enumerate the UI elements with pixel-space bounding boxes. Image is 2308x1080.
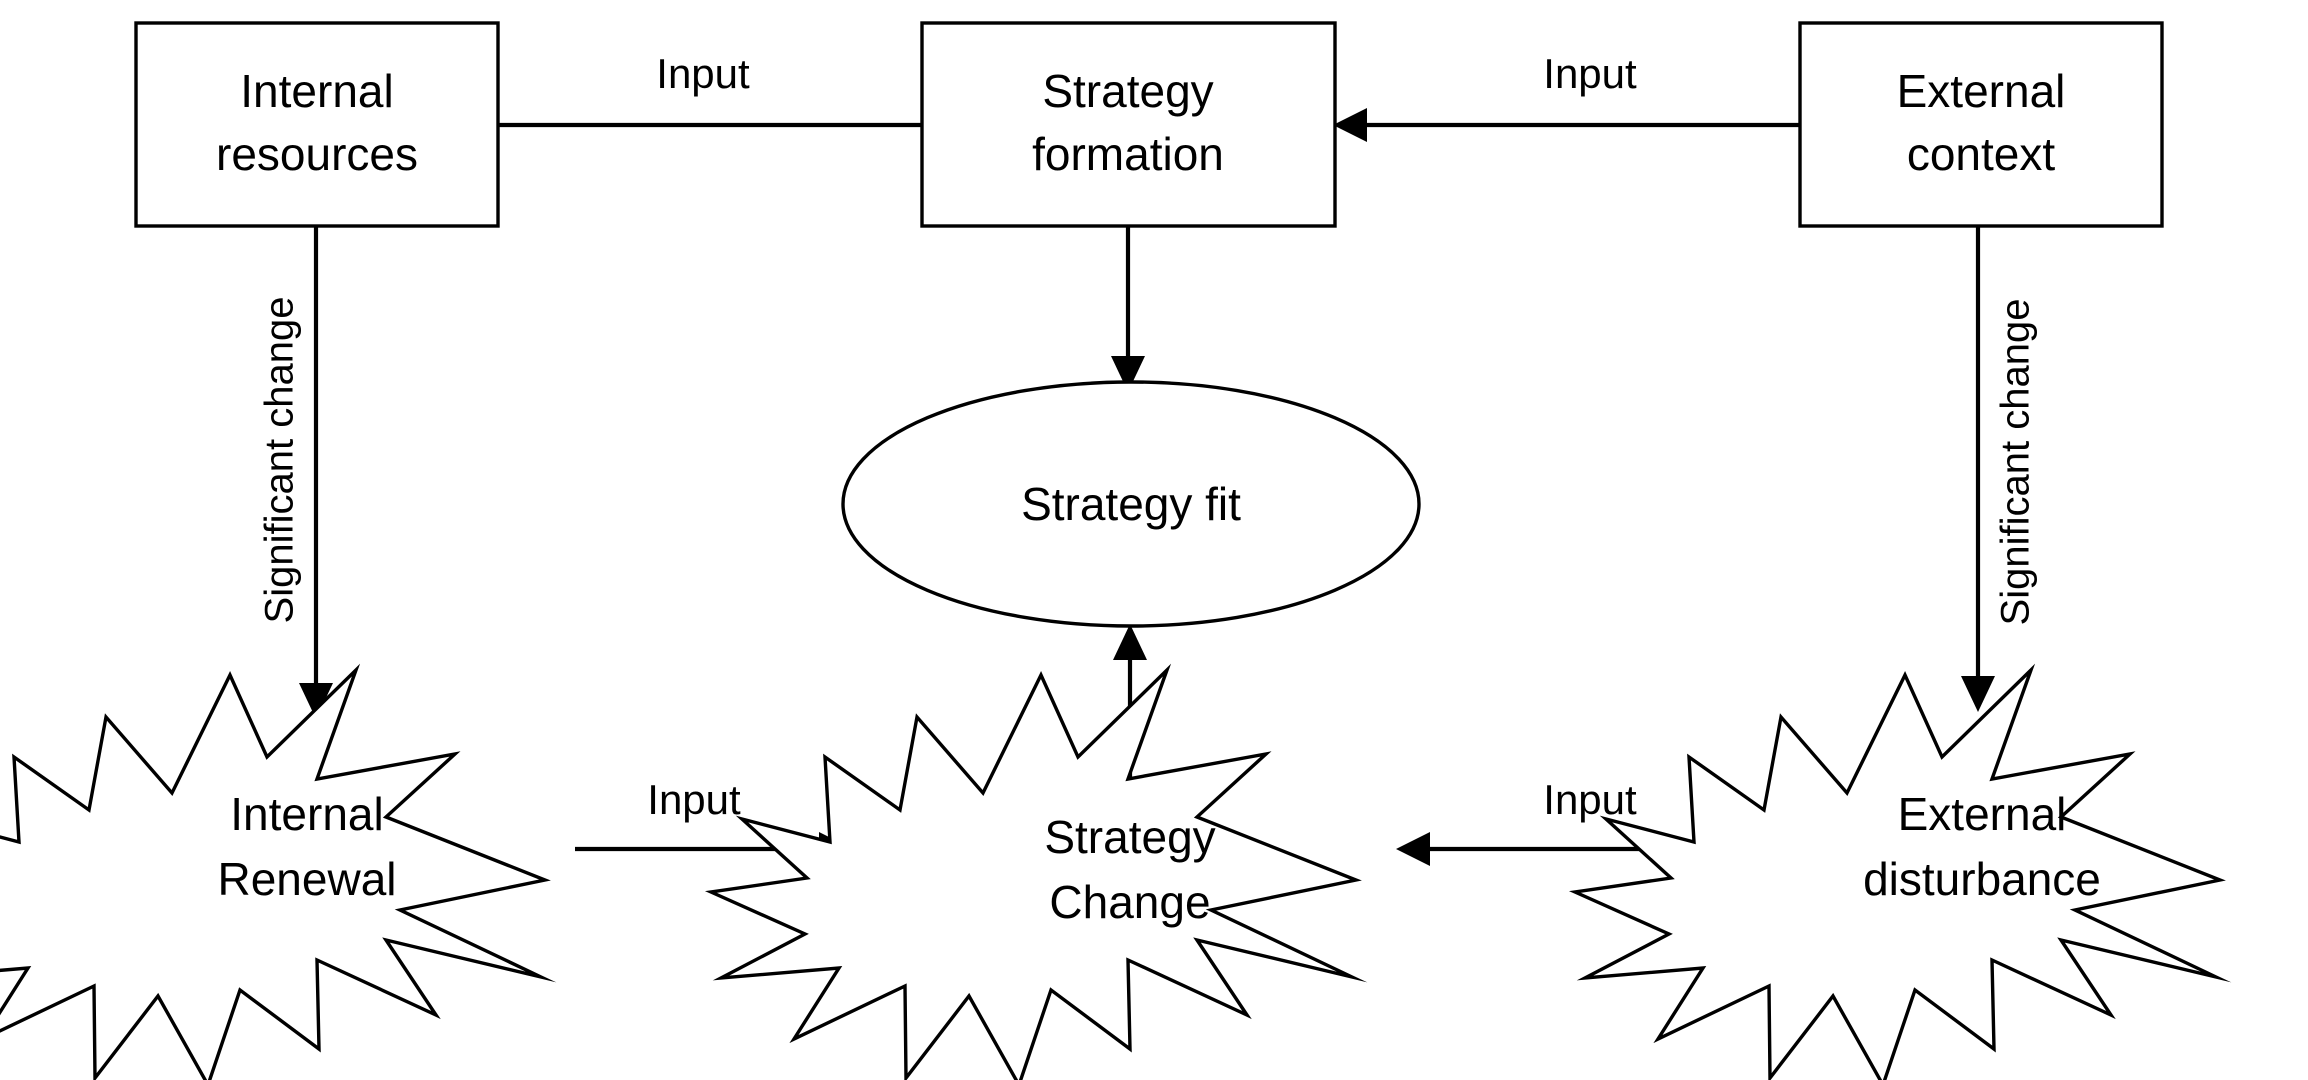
- node-shape-rectangle: [1798, 21, 2164, 228]
- edge-label-input-top-left: Input: [656, 50, 750, 97]
- node-internal-renewal[interactable]: Internal Renewal: [0, 663, 557, 1080]
- node-label-line1: External: [1898, 788, 2067, 840]
- arrowhead-left: [1333, 108, 1367, 142]
- node-external-context[interactable]: External context: [1798, 21, 2164, 228]
- arrowhead-down: [299, 683, 333, 719]
- node-label-line1: Internal: [240, 65, 393, 117]
- node-shape-explosion: [0, 663, 557, 1080]
- edge-label-significant-change-left: Significant change: [258, 297, 302, 624]
- node-label-line2: disturbance: [1863, 853, 2101, 905]
- node-label-line2: context: [1907, 128, 2056, 180]
- node-external-disturbance[interactable]: External disturbance: [1568, 663, 2232, 1080]
- node-label-line2: Change: [1049, 876, 1210, 928]
- node-shape-explosion: [1568, 663, 2232, 1080]
- edge-label-input-top-right: Input: [1543, 50, 1637, 97]
- arrowhead-left: [1396, 832, 1430, 866]
- arrowhead-up: [1113, 624, 1147, 660]
- arrowhead-down: [1961, 676, 1995, 712]
- node-label-line2: formation: [1032, 128, 1224, 180]
- edge-label-input-bottom-right: Input: [1543, 776, 1637, 823]
- node-strategy-change[interactable]: Strategy Change: [704, 663, 1368, 1080]
- node-label-line1: External: [1897, 65, 2066, 117]
- node-shape-rectangle: [920, 21, 1337, 228]
- node-shape-rectangle: [134, 21, 500, 228]
- edge-label-significant-change-right: Significant change: [1994, 299, 2038, 626]
- edge-strategy-formation-to-strategy-fit: [1111, 226, 1145, 392]
- node-strategy-fit[interactable]: Strategy fit: [841, 380, 1421, 628]
- node-shape-ellipse: [841, 380, 1421, 628]
- edge-external-context-to-external-disturbance: Significant change: [1961, 226, 2038, 712]
- node-label-line1: Strategy: [1042, 65, 1213, 117]
- node-label-line1: Strategy: [1044, 811, 1215, 863]
- node-label-line1: Strategy fit: [1021, 478, 1241, 530]
- edge-internal-resources-to-internal-renewal: Significant change: [258, 226, 333, 719]
- node-label-line2: Renewal: [218, 853, 397, 905]
- edge-external-context-to-strategy-formation: Input: [1333, 50, 1800, 142]
- arrowhead-down: [1111, 356, 1145, 392]
- node-strategy-formation[interactable]: Strategy formation: [920, 21, 1337, 228]
- node-internal-resources[interactable]: Internal resources: [134, 21, 500, 228]
- node-label-line2: resources: [216, 128, 418, 180]
- edge-label-input-bottom-left: Input: [647, 776, 741, 823]
- node-shape-explosion: [704, 663, 1368, 1080]
- node-label-line1: Internal: [230, 788, 383, 840]
